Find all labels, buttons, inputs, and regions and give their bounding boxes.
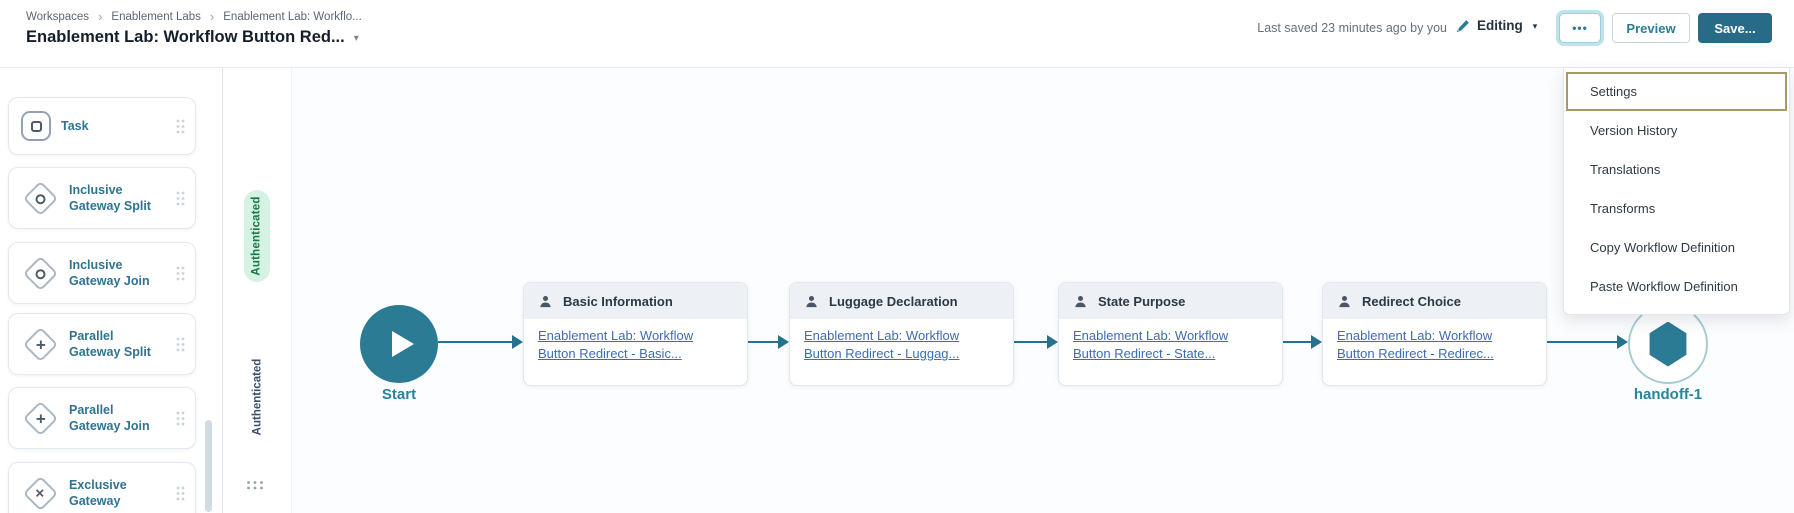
person-icon <box>1339 295 1350 307</box>
drag-handle-icon[interactable] <box>176 266 185 281</box>
last-saved-status: Last saved 23 minutes ago by you <box>1257 21 1447 35</box>
top-header: Workspaces › Enablement Labs › Enablemen… <box>0 0 1794 68</box>
breadcrumb-enablement-labs[interactable]: Enablement Labs <box>111 10 201 23</box>
node-palette-sidebar: Task Inclusive Gateway Split Inclusive G… <box>0 68 222 513</box>
breadcrumb-current[interactable]: Enablement Lab: Workflo... <box>223 10 362 23</box>
drag-handle-icon[interactable] <box>176 191 185 206</box>
title-row: Enablement Lab: Workflow Button Red... ▾ <box>26 28 359 47</box>
palette-item-exclusive-gateway[interactable]: ✕ Exclusive Gateway <box>8 462 196 513</box>
connector-line <box>1547 341 1618 343</box>
handoff-node[interactable] <box>1628 304 1708 384</box>
breadcrumb: Workspaces › Enablement Labs › Enablemen… <box>26 10 362 23</box>
palette-item-inclusive-gateway-join[interactable]: Inclusive Gateway Join <box>8 242 196 304</box>
person-icon <box>540 295 551 307</box>
step-card-title: Luggage Declaration <box>829 293 958 309</box>
pencil-icon <box>1456 19 1470 33</box>
lane-tab-authenticated-active[interactable]: Authenticated <box>244 190 270 282</box>
connector-line <box>1283 341 1312 343</box>
lane-tab-label: Authenticated <box>251 358 264 436</box>
step-card-header: Redirect Choice <box>1323 283 1546 319</box>
page-title: Enablement Lab: Workflow Button Red... <box>26 28 345 46</box>
step-card-title: Redirect Choice <box>1362 293 1461 309</box>
more-actions-menu: Settings Version History Translations Tr… <box>1563 68 1790 315</box>
step-card-title: State Purpose <box>1098 293 1186 309</box>
step-card-header: State Purpose <box>1059 283 1282 319</box>
lane-tab-strip: Authenticated Authenticated <box>222 68 292 513</box>
hexagon-icon <box>1649 321 1687 367</box>
step-card-link[interactable]: Enablement Lab: Workflow Button Redirect… <box>1073 328 1229 362</box>
connector-line <box>438 341 513 343</box>
palette-item-inclusive-gateway-split[interactable]: Inclusive Gateway Split <box>8 167 196 229</box>
lane-tab-authenticated-inactive[interactable]: Authenticated <box>244 338 270 456</box>
drag-handle-icon[interactable] <box>176 337 185 352</box>
step-card-state-purpose[interactable]: State Purpose Enablement Lab: Workflow B… <box>1058 282 1283 386</box>
palette-item-label: Inclusive Gateway Split <box>69 182 151 213</box>
drag-handle-icon[interactable] <box>176 119 185 134</box>
drag-handle-icon[interactable] <box>176 411 185 426</box>
sidebar-scrollbar-thumb[interactable] <box>205 420 212 512</box>
step-card-link[interactable]: Enablement Lab: Workflow Button Redirect… <box>1337 328 1494 362</box>
connector-arrowhead-icon <box>512 335 523 349</box>
parallel-gateway-split-icon: + <box>21 325 59 363</box>
step-card-luggage-declaration[interactable]: Luggage Declaration Enablement Lab: Work… <box>789 282 1014 386</box>
task-icon <box>21 111 51 141</box>
connector-line <box>748 341 779 343</box>
connector-arrowhead-icon <box>1311 335 1322 349</box>
start-node-label: Start <box>381 386 417 403</box>
step-card-title: Basic Information <box>563 293 673 309</box>
menu-item-version-history[interactable]: Version History <box>1590 123 1678 138</box>
lane-grip-icon[interactable] <box>246 480 264 490</box>
connector-arrowhead-icon <box>1617 335 1628 349</box>
person-icon <box>1075 295 1086 307</box>
step-card-redirect-choice[interactable]: Redirect Choice Enablement Lab: Workflow… <box>1322 282 1547 386</box>
inclusive-gateway-split-icon <box>21 179 59 217</box>
more-actions-button[interactable]: ••• <box>1559 13 1601 43</box>
palette-item-label: Task <box>61 118 89 133</box>
breadcrumb-workspaces[interactable]: Workspaces <box>26 10 90 23</box>
palette-item-task[interactable]: Task <box>8 97 196 155</box>
chevron-right-icon: › <box>98 9 103 24</box>
palette-item-label: Parallel Gateway Split <box>69 328 151 359</box>
palette-item-parallel-gateway-join[interactable]: + Parallel Gateway Join <box>8 387 196 449</box>
chevron-down-icon[interactable]: ▾ <box>353 33 359 44</box>
palette-item-parallel-gateway-split[interactable]: + Parallel Gateway Split <box>8 313 196 375</box>
editing-mode-dropdown[interactable]: Editing ▾ <box>1456 18 1537 33</box>
workflow-canvas: Start Basic Information Enablement Lab: … <box>292 68 1794 513</box>
palette-item-label: Inclusive Gateway Join <box>69 257 150 288</box>
connector-line <box>1014 341 1048 343</box>
menu-item-paste-workflow-definition[interactable]: Paste Workflow Definition <box>1590 279 1738 294</box>
step-card-link[interactable]: Enablement Lab: Workflow Button Redirect… <box>538 328 694 362</box>
step-card-header: Luggage Declaration <box>790 283 1013 319</box>
handoff-node-label: handoff-1 <box>1633 386 1703 403</box>
parallel-gateway-join-icon: + <box>21 399 59 437</box>
menu-item-settings[interactable]: Settings <box>1566 72 1787 111</box>
menu-item-translations[interactable]: Translations <box>1590 162 1661 177</box>
preview-button[interactable]: Preview <box>1612 13 1690 43</box>
menu-item-transforms[interactable]: Transforms <box>1590 201 1656 216</box>
save-button[interactable]: Save... <box>1698 13 1772 43</box>
menu-item-copy-workflow-definition[interactable]: Copy Workflow Definition <box>1590 240 1735 255</box>
lane-tab-label: Authenticated <box>251 196 263 276</box>
start-node[interactable] <box>360 305 438 383</box>
drag-handle-icon[interactable] <box>176 486 185 501</box>
chevron-right-icon: › <box>209 9 215 24</box>
inclusive-gateway-join-icon <box>21 254 59 292</box>
person-icon <box>806 295 817 307</box>
chevron-down-icon: ▾ <box>1532 20 1538 31</box>
play-icon <box>391 331 414 357</box>
connector-arrowhead-icon <box>1047 335 1058 349</box>
editing-mode-label: Editing <box>1477 18 1523 33</box>
connector-arrowhead-icon <box>778 335 789 349</box>
step-card-header: Basic Information <box>524 283 747 319</box>
palette-item-label: Parallel Gateway Join <box>69 402 150 433</box>
step-card-link[interactable]: Enablement Lab: Workflow Button Redirect… <box>804 328 960 362</box>
exclusive-gateway-icon: ✕ <box>21 474 59 512</box>
step-card-basic-information[interactable]: Basic Information Enablement Lab: Workfl… <box>523 282 748 386</box>
palette-item-label: Exclusive Gateway <box>69 477 127 508</box>
